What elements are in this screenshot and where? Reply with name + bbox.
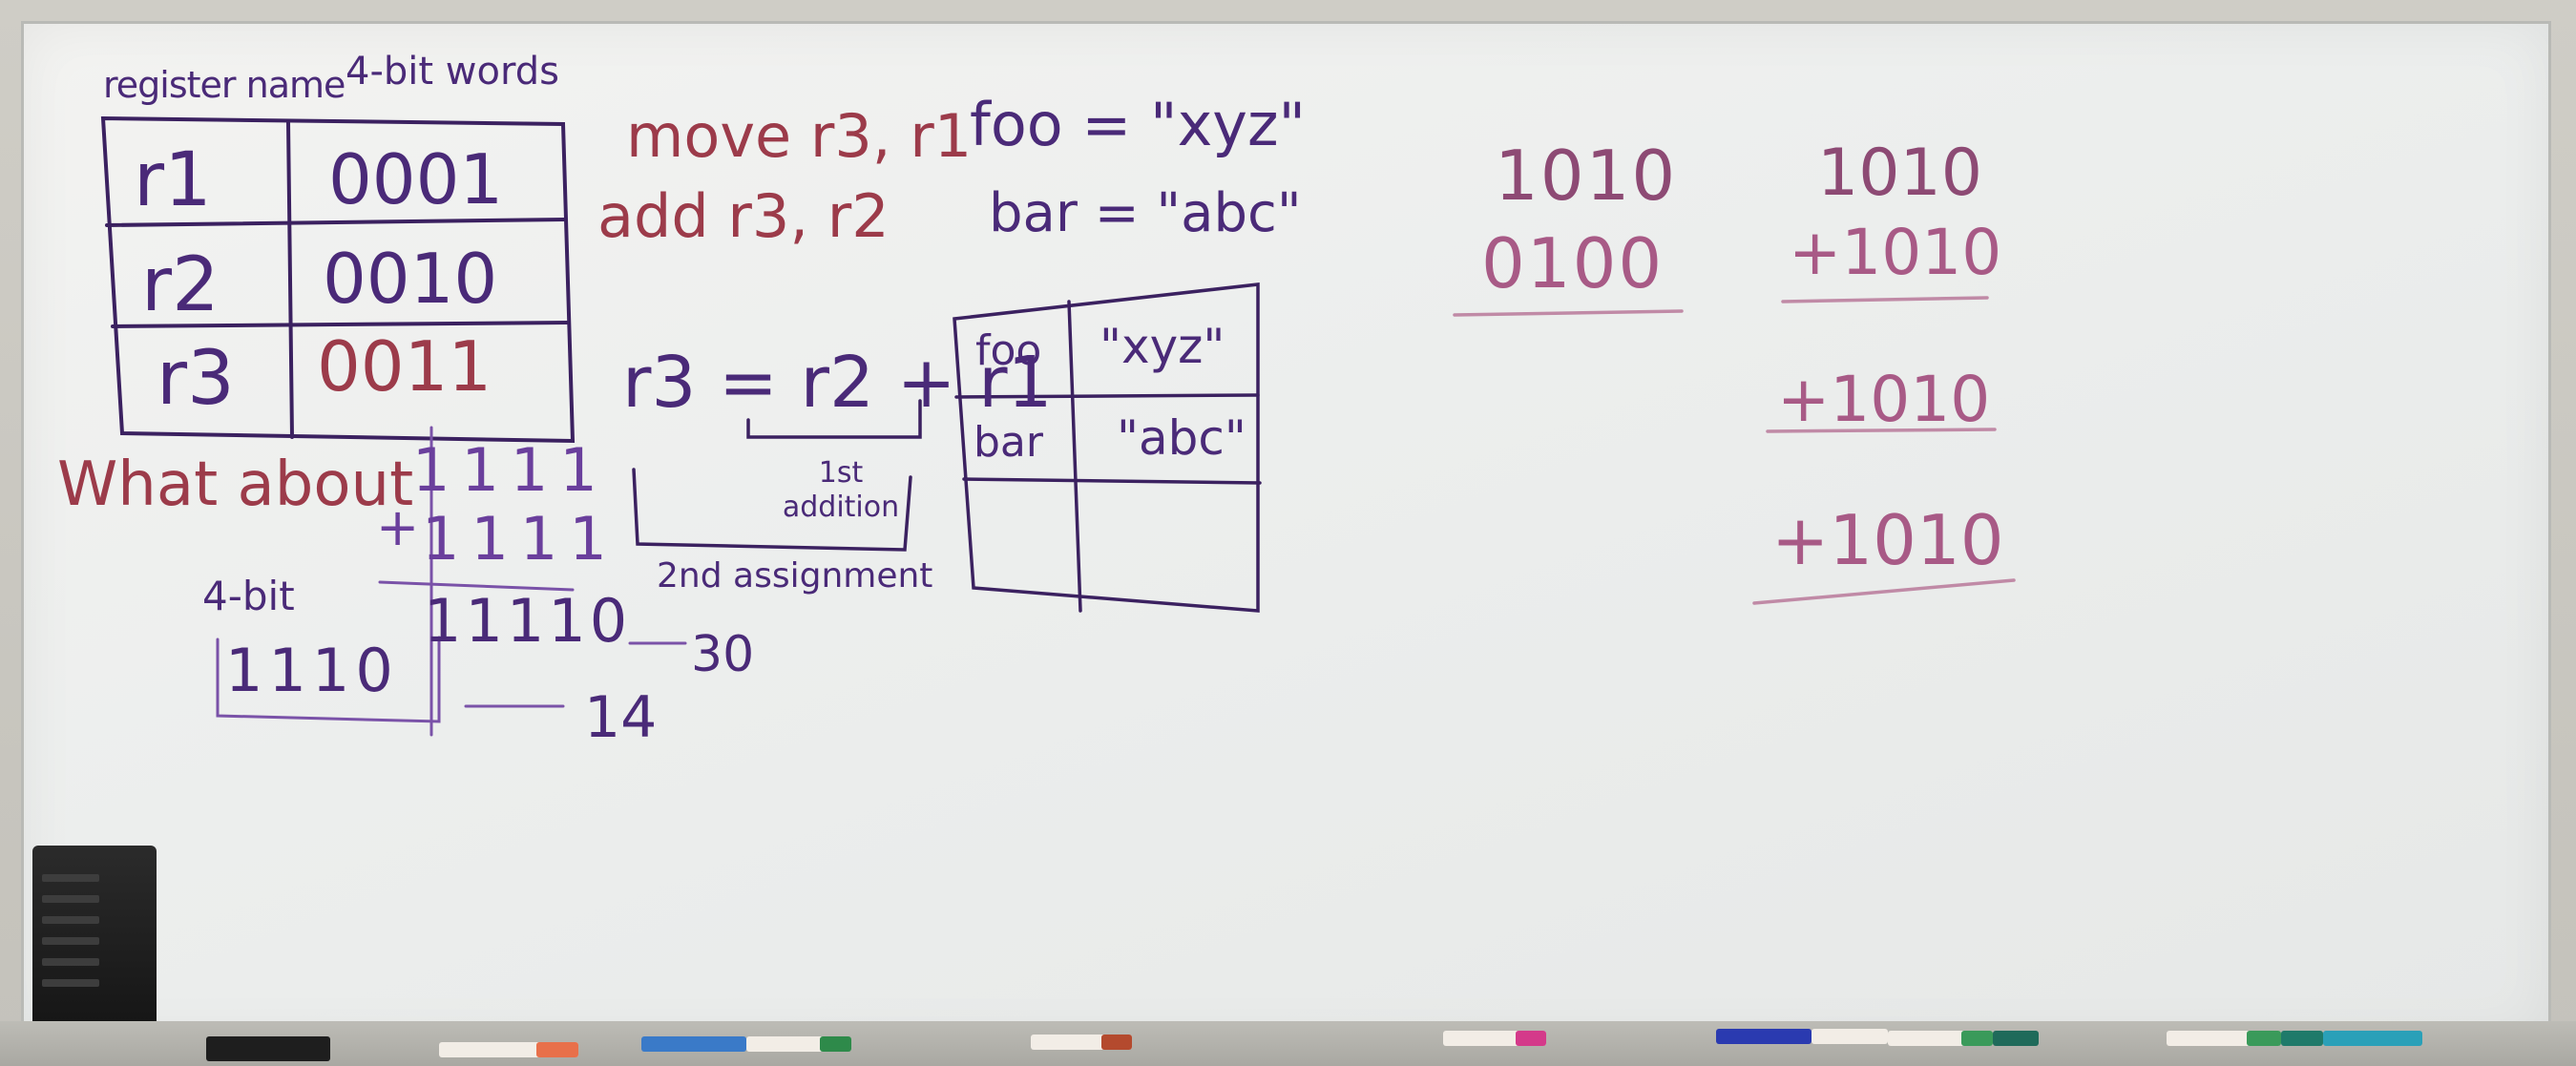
- marker: [1888, 1031, 1993, 1046]
- marker: [2167, 1031, 2281, 1046]
- sum1-b: 0100: [1481, 223, 1665, 303]
- marker: [641, 1036, 746, 1052]
- var-row-value: "abc": [1117, 410, 1246, 466]
- marker: [1716, 1029, 1812, 1044]
- register-header-right: 4-bit words: [346, 50, 559, 94]
- register-row-value: 0010: [323, 239, 498, 319]
- sum2-b: +1010: [1789, 216, 2002, 289]
- second-note: 2nd assignment: [657, 556, 933, 596]
- overflow-result: 11110: [424, 586, 632, 656]
- marker: [2281, 1031, 2323, 1046]
- overflow-addend1: 1111: [412, 435, 609, 505]
- overflow-truncated: 1110: [225, 636, 399, 705]
- marker-cap: [1101, 1035, 1132, 1050]
- overflow-addend2: 1111: [422, 504, 618, 574]
- sum2-a: 1010: [1817, 136, 1983, 211]
- marker-tray: [0, 1021, 2576, 1066]
- marker-cap: [2247, 1031, 2281, 1046]
- marker-cap: [536, 1042, 578, 1057]
- assignment-foo: foo = "xyz": [970, 90, 1307, 159]
- instruction-move: move r3, r1: [626, 101, 973, 171]
- var-row-name: bar: [974, 418, 1043, 467]
- sum2-c: +1010: [1777, 363, 1991, 436]
- var-row-name: foo: [975, 326, 1042, 375]
- sum2-d: +1010: [1771, 500, 2004, 580]
- overflow-label: 4-bit: [202, 573, 295, 619]
- marker-cap: [1961, 1031, 1993, 1046]
- marker: [439, 1042, 578, 1057]
- register-row-name: r2: [141, 242, 220, 328]
- register-row-value: 0011: [317, 326, 492, 407]
- marker: [2323, 1031, 2422, 1046]
- marker-cap: [820, 1036, 851, 1052]
- marker: [1993, 1031, 2039, 1046]
- marker: [746, 1036, 851, 1052]
- overflow-truncated-value: 14: [584, 684, 658, 751]
- assignment-bar: bar = "abc": [989, 182, 1302, 244]
- instruction-add: add r3, r2: [597, 181, 890, 251]
- board-eraser: [32, 846, 157, 1033]
- register-row-name: r3: [157, 336, 235, 422]
- marker-cap: [1515, 1031, 1546, 1046]
- tray-eraser: [206, 1036, 330, 1061]
- expression: r3 = r2 + r1: [622, 342, 1053, 424]
- sum1-a: 1010: [1495, 136, 1678, 216]
- marker: [1443, 1031, 1546, 1046]
- register-header-left: register name: [103, 64, 346, 106]
- first-note: 1st addition: [782, 456, 900, 524]
- marker: [1031, 1035, 1132, 1050]
- overflow-result-value: 30: [691, 626, 755, 683]
- overflow-question: What about: [57, 449, 414, 520]
- marker: [1812, 1029, 1888, 1044]
- register-row-name: r1: [134, 137, 212, 223]
- register-row-value: 0001: [328, 139, 504, 219]
- var-row-value: "xyz": [1100, 319, 1225, 374]
- overflow-plus: +: [376, 497, 420, 557]
